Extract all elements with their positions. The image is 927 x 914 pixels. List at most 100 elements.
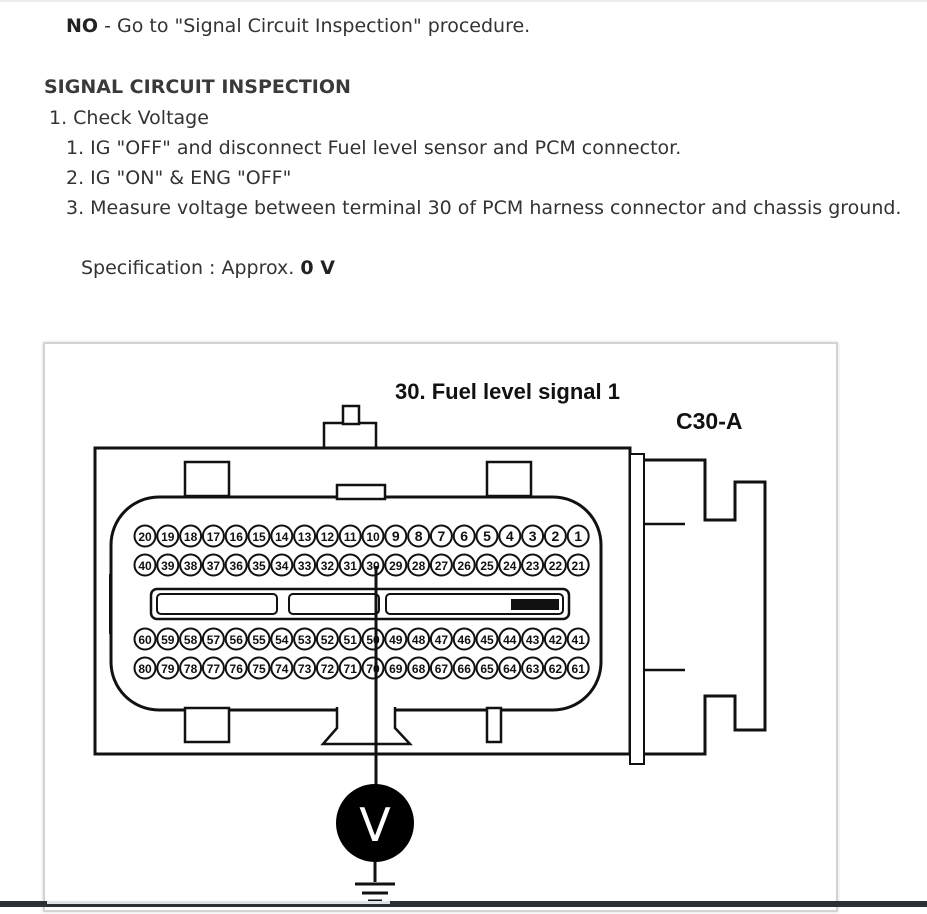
pin-42 bbox=[543, 627, 567, 651]
pin-label-56: 56 bbox=[230, 633, 244, 647]
pin-48 bbox=[407, 627, 431, 651]
pin-label-44: 44 bbox=[503, 633, 517, 647]
pin-label-68: 68 bbox=[412, 662, 426, 676]
pin-67 bbox=[429, 656, 453, 680]
pin-label-29: 29 bbox=[389, 559, 403, 573]
pin-label-76: 76 bbox=[230, 662, 244, 676]
pin-74 bbox=[270, 656, 294, 680]
pin-63 bbox=[521, 656, 545, 680]
pin-label-3: 3 bbox=[529, 528, 537, 544]
voltmeter bbox=[336, 784, 414, 862]
pin-label-30: 30 bbox=[366, 559, 380, 573]
pin-5 bbox=[475, 524, 499, 548]
pin-label-65: 65 bbox=[480, 662, 494, 676]
pin-15 bbox=[247, 524, 271, 548]
pin-label-70: 70 bbox=[366, 662, 380, 676]
pin-73 bbox=[293, 656, 317, 680]
pin-label-41: 41 bbox=[572, 633, 586, 647]
pin-64 bbox=[498, 656, 522, 680]
pin-label-6: 6 bbox=[460, 528, 468, 544]
pin-40 bbox=[133, 553, 157, 577]
pin-label-37: 37 bbox=[207, 559, 221, 573]
pin-20 bbox=[133, 524, 157, 548]
pin-43 bbox=[521, 627, 545, 651]
pin-47 bbox=[429, 627, 453, 651]
no-label: NO bbox=[66, 15, 99, 37]
pin-label-14: 14 bbox=[275, 530, 289, 544]
pin-18 bbox=[179, 524, 203, 548]
pin-label-42: 42 bbox=[549, 633, 563, 647]
pin-label-28: 28 bbox=[412, 559, 426, 573]
pin-44 bbox=[498, 627, 522, 651]
pin-2 bbox=[543, 524, 567, 548]
section-heading: SIGNAL CIRCUIT INSPECTION bbox=[44, 76, 351, 98]
pin-8 bbox=[407, 524, 431, 548]
pin-62 bbox=[543, 656, 567, 680]
pin-28 bbox=[407, 553, 431, 577]
pin-36 bbox=[224, 553, 248, 577]
pin-57 bbox=[201, 627, 225, 651]
pin-46 bbox=[452, 627, 476, 651]
pin-78 bbox=[179, 656, 203, 680]
pin-label-73: 73 bbox=[298, 662, 312, 676]
top-latch-tab bbox=[341, 404, 361, 426]
pin-9 bbox=[384, 524, 408, 548]
pin-27 bbox=[429, 553, 453, 577]
pin-21 bbox=[566, 553, 590, 577]
pin-30 bbox=[361, 553, 385, 577]
pin-60 bbox=[133, 627, 157, 651]
pin-label-71: 71 bbox=[344, 662, 358, 676]
pin-68 bbox=[407, 656, 431, 680]
pin-label-17: 17 bbox=[207, 530, 221, 544]
pin-41 bbox=[566, 627, 590, 651]
pin-label-23: 23 bbox=[526, 559, 540, 573]
pin-61 bbox=[566, 656, 590, 680]
pin-label-12: 12 bbox=[321, 530, 335, 544]
pin-label-55: 55 bbox=[252, 633, 266, 647]
pin-label-11: 11 bbox=[344, 530, 357, 544]
pin-38 bbox=[179, 553, 203, 577]
side-lock bbox=[644, 458, 767, 756]
pin-label-35: 35 bbox=[252, 559, 266, 573]
pin-17 bbox=[201, 524, 225, 548]
pin-label-39: 39 bbox=[161, 559, 175, 573]
pin-label-15: 15 bbox=[252, 530, 266, 544]
pin-19 bbox=[156, 524, 180, 548]
spec-prefix: Specification : Approx. bbox=[81, 257, 301, 279]
pin-label-26: 26 bbox=[458, 559, 472, 573]
pin-label-63: 63 bbox=[526, 662, 540, 676]
pin-label-22: 22 bbox=[549, 559, 563, 573]
pin-75 bbox=[247, 656, 271, 680]
pin-70 bbox=[361, 656, 385, 680]
pin-31 bbox=[338, 553, 362, 577]
spec-value: 0 V bbox=[300, 257, 335, 279]
substep-1: 1. IG "OFF" and disconnect Fuel level se… bbox=[66, 137, 682, 159]
pin-53 bbox=[293, 627, 317, 651]
pin-label-7: 7 bbox=[438, 528, 446, 544]
pin-label-57: 57 bbox=[207, 633, 221, 647]
top-latch bbox=[322, 421, 378, 450]
pin-1 bbox=[566, 524, 590, 548]
substep-2: 2. IG "ON" & ENG "OFF" bbox=[66, 167, 292, 189]
pin-label-79: 79 bbox=[161, 662, 175, 676]
pin-label-78: 78 bbox=[184, 662, 198, 676]
pin-label-43: 43 bbox=[526, 633, 540, 647]
pin-26 bbox=[452, 553, 476, 577]
pin-label-40: 40 bbox=[138, 559, 152, 573]
pin-label-62: 62 bbox=[549, 662, 563, 676]
pin-50 bbox=[361, 627, 385, 651]
pin-label-77: 77 bbox=[207, 662, 221, 676]
pin-65 bbox=[475, 656, 499, 680]
pin-label-61: 61 bbox=[572, 662, 586, 676]
pin-label-75: 75 bbox=[252, 662, 266, 676]
pin-72 bbox=[315, 656, 339, 680]
pin-label-60: 60 bbox=[138, 633, 152, 647]
top-divider bbox=[0, 0, 927, 2]
pin-label-5: 5 bbox=[483, 528, 491, 544]
side-lock-rail bbox=[629, 453, 645, 765]
pin-69 bbox=[384, 656, 408, 680]
pin-12 bbox=[315, 524, 339, 548]
connector-id: C30-A bbox=[676, 408, 743, 434]
pin-label-52: 52 bbox=[321, 633, 335, 647]
